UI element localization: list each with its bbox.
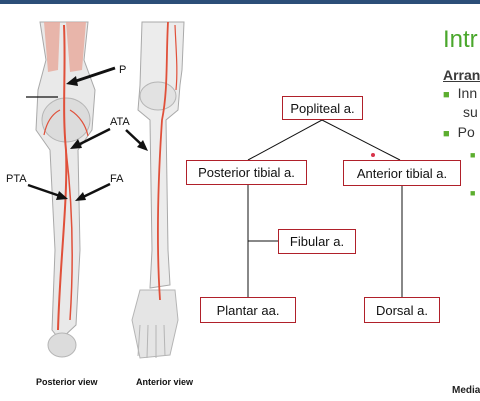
arrow-ata-1 xyxy=(77,127,111,147)
footer-text: Media xyxy=(452,385,480,396)
node-plantar-arteries: Plantar aa. xyxy=(200,297,296,323)
section-heading: Arran xyxy=(443,67,480,83)
bullet-square-icon: ■ xyxy=(443,128,450,140)
arrow-ata-2 xyxy=(125,129,143,146)
slide-title: Intr xyxy=(443,26,478,53)
node-popliteal-artery: Popliteal a. xyxy=(282,96,363,120)
node-dorsal-artery: Dorsal a. xyxy=(364,297,440,323)
arrow-p xyxy=(72,66,116,84)
sub-bullet-icon: ■ xyxy=(470,188,476,198)
label-p: P xyxy=(119,64,126,76)
bullet-1-continuation: su xyxy=(463,104,478,120)
caption-anterior-view: Anterior view xyxy=(136,377,194,387)
anterior-leg-figure xyxy=(131,21,185,359)
arrow-fa xyxy=(82,182,111,199)
bullet-square-icon: ■ xyxy=(443,89,450,101)
sub-bullet-icon: ■ xyxy=(470,150,476,160)
label-ata: ATA xyxy=(110,116,130,128)
caption-posterior-view: Posterior view xyxy=(36,377,98,387)
arrow-pta xyxy=(27,183,61,198)
top-bar xyxy=(0,0,480,4)
node-anterior-tibial-artery: Anterior tibial a. xyxy=(343,160,461,186)
label-fa: FA xyxy=(110,173,124,185)
posterior-leg-figure xyxy=(35,21,96,358)
node-fibular-artery: Fibular a. xyxy=(278,229,356,254)
leg-arteries-illustration: P ATA PTA FA xyxy=(6,21,185,359)
bullet-2: ■Po xyxy=(443,124,475,140)
bullet-1: ■Inn xyxy=(443,85,478,101)
node-posterior-tibial-artery: Posterior tibial a. xyxy=(186,160,307,185)
label-pta: PTA xyxy=(6,173,27,185)
